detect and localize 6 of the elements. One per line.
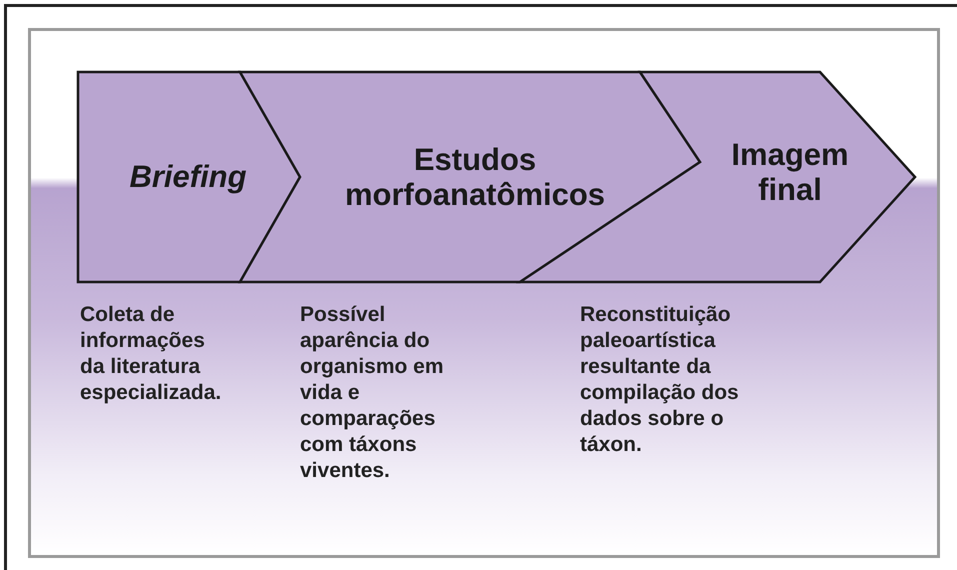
step-title: Estudos morfoanatômicos	[344, 142, 606, 212]
step-description: Reconstituição paleoartística resultante da compilação dos dados sobre o táxon.	[580, 302, 740, 458]
step-description: Coleta de informações da literatura especializada.	[80, 302, 222, 406]
step-title: Briefing	[128, 159, 248, 194]
step-description: Possível aparência do organismo em vida e comparações com táxons viventes.	[300, 302, 445, 484]
step-title: Imagem final	[730, 137, 850, 207]
